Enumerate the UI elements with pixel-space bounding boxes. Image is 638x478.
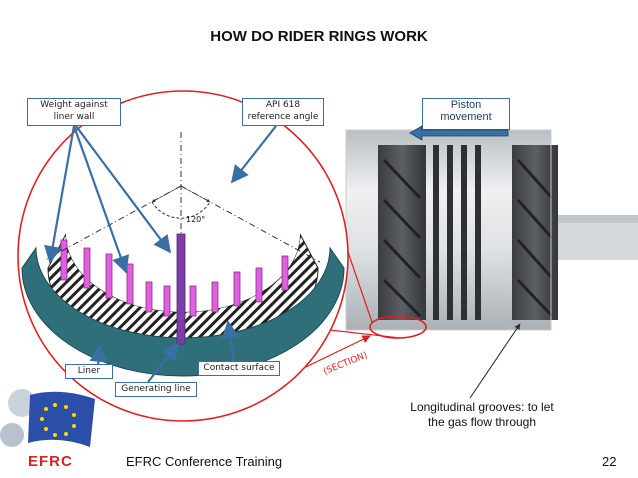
contact-surface-callout: Contact surface	[198, 361, 280, 376]
force-arrows	[60, 239, 289, 317]
piston-movement-callout: Piston movement	[422, 98, 510, 130]
piston-image	[345, 129, 638, 331]
footer-text: EFRC Conference Training	[126, 454, 283, 469]
eu-flag-icon	[0, 389, 95, 447]
callout-arrows	[44, 125, 277, 383]
slide-title: HOW DO RIDER RINGS WORK	[210, 28, 428, 45]
page-number: 22	[602, 454, 617, 469]
api-angle-callout: API 618 reference angle	[242, 98, 324, 126]
groove-arrow	[469, 323, 521, 399]
weight-callout: Weight against liner wall	[27, 98, 121, 126]
section-line-bottom	[329, 329, 401, 339]
generating-line-callout: Generating line	[115, 382, 197, 397]
grooves-note: Longitudinal grooves: to let the gas flo…	[410, 400, 554, 429]
liner-callout: Liner	[65, 364, 113, 379]
angle-label: 120°	[186, 215, 205, 224]
arrow-left-icon	[409, 125, 509, 141]
efrc-logo: EFRC	[28, 453, 73, 470]
piston-movement-label: Piston movement	[440, 99, 492, 123]
angle-arc	[151, 201, 211, 219]
generating-line	[176, 233, 186, 345]
